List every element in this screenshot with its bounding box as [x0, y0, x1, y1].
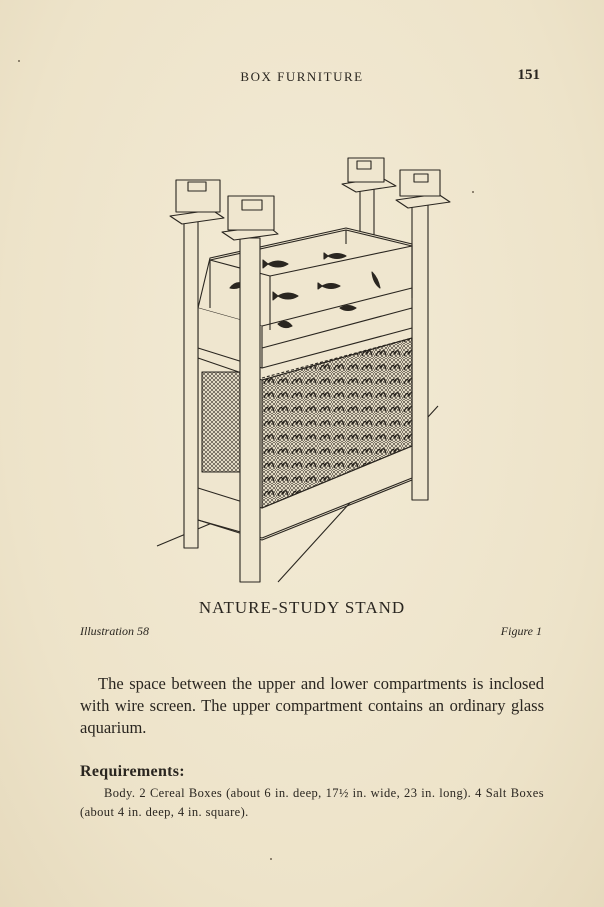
running-head: BOX FURNITURE 151 [0, 67, 604, 87]
paper-speck [18, 60, 20, 62]
paper-speck [270, 858, 272, 860]
figure-title: NATURE-STUDY STAND [198, 598, 406, 617]
page-number: 151 [517, 67, 541, 83]
requirements-heading: Requirements: [80, 763, 185, 780]
figure-caption: Illustration 58 Figure 1 [80, 624, 542, 642]
running-head-title: BOX FURNITURE [240, 69, 364, 84]
illustration-label: Illustration 58 [80, 624, 150, 638]
paper-speck [472, 191, 474, 193]
figure-label: Figure 1 [500, 624, 542, 638]
nature-study-stand-illustration [156, 157, 451, 583]
requirements-text: Body. 2 Cereal Boxes (about 6 in. deep, … [80, 786, 544, 819]
body-paragraph: The space between the upper and lower co… [80, 674, 544, 737]
